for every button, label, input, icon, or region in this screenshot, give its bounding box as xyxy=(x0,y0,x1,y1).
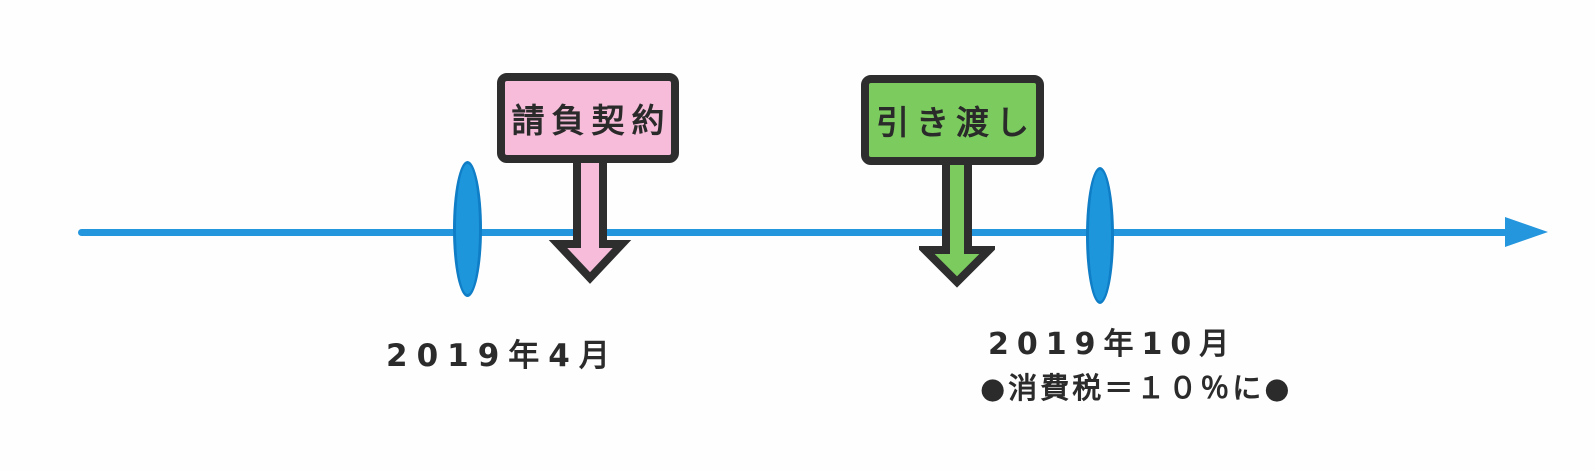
timeline-axis xyxy=(78,229,1508,236)
event-label-handover: 引き渡し xyxy=(876,103,1036,142)
event-box-contract: 請負契約 xyxy=(497,73,679,163)
down-arrow-icon-contract xyxy=(548,156,632,284)
event-label-contract: 請負契約 xyxy=(511,101,672,140)
milestone-ellipse-april xyxy=(453,161,482,297)
tax-note-label: ●消費税＝１０％に● xyxy=(980,371,1293,405)
milestone-ellipse-october xyxy=(1086,167,1114,304)
timeline-arrowhead-icon xyxy=(1505,217,1548,247)
date-label-april: 2019年4月 xyxy=(386,338,619,374)
down-arrow-icon-handover xyxy=(919,158,995,288)
date-label-october: 2019年10月 xyxy=(988,327,1238,362)
event-box-handover: 引き渡し xyxy=(861,75,1044,165)
